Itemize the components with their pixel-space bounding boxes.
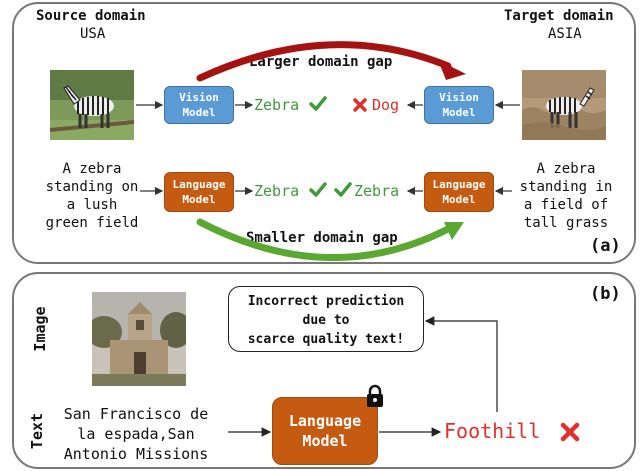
incorrect-prediction-callout: Incorrect prediction due to scarce quali… xyxy=(228,286,424,352)
check-icon xyxy=(309,95,327,115)
source-domain-title: Source domain xyxy=(36,8,146,24)
foothill-prediction: Foothill xyxy=(444,419,541,443)
target-domain-title: Target domain xyxy=(504,8,614,24)
check-icon xyxy=(334,181,352,201)
smaller-domain-gap-label: Smaller domain gap xyxy=(246,230,398,246)
text-input-caption: San Francisco de la espada,San Antonio M… xyxy=(63,405,209,463)
source-domain-subtitle: USA xyxy=(80,26,106,42)
cross-icon xyxy=(560,422,580,446)
larger-domain-gap-label: Larger domain gap xyxy=(249,54,393,70)
target-domain-subtitle: ASIA xyxy=(548,26,582,42)
source-zebra-photo xyxy=(50,70,134,140)
target-language-prediction: Zebra xyxy=(354,182,400,200)
mission-photo xyxy=(92,292,186,386)
cross-icon xyxy=(352,97,368,117)
source-vision-prediction: Zebra xyxy=(254,96,300,114)
check-icon xyxy=(309,181,327,201)
lock-icon xyxy=(365,384,385,412)
source-caption: A zebra standing on a lush green field xyxy=(45,161,139,231)
row-label-text: Text xyxy=(28,412,46,450)
panel-a-tag: (a) xyxy=(590,236,621,256)
panel-b-tag: (b) xyxy=(590,284,621,304)
target-zebra-photo xyxy=(522,70,606,140)
source-language-prediction: Zebra xyxy=(254,182,300,200)
target-caption: A zebra standing in a field of tall gras… xyxy=(519,161,613,231)
row-label-image: Image xyxy=(31,306,49,352)
target-vision-prediction: Dog xyxy=(372,96,400,114)
